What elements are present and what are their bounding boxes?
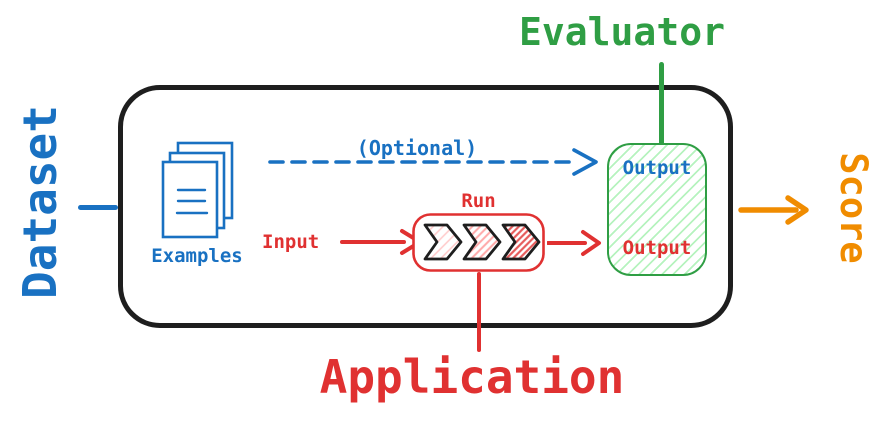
evaluator-output-actual-label: Output xyxy=(622,237,692,259)
evaluator-connector-line xyxy=(659,62,664,145)
experiment-container-box xyxy=(118,85,733,328)
optional-label: (Optional) xyxy=(356,136,478,160)
chevron-step-1 xyxy=(423,223,463,261)
run-label: Run xyxy=(461,190,496,212)
run-pipeline-box xyxy=(412,213,545,272)
run-output-arrow xyxy=(547,230,601,256)
examples-documents-icon xyxy=(161,141,234,239)
chevron-step-3 xyxy=(501,223,541,261)
dataset-connector-line xyxy=(78,205,118,210)
evaluator-label: Evaluator xyxy=(519,10,725,54)
evaluator-output-reference-label: Output xyxy=(622,157,692,179)
dataset-label: Dataset xyxy=(13,105,67,299)
score-label: Score xyxy=(832,152,875,264)
input-label: Input xyxy=(262,231,320,253)
score-arrow xyxy=(738,195,809,225)
chevron-step-2 xyxy=(462,223,502,261)
examples-label: Examples xyxy=(151,245,243,267)
optional-dashed-arrow xyxy=(268,148,598,176)
evaluator-box xyxy=(607,143,707,276)
application-label: Application xyxy=(319,350,625,404)
application-connector-line xyxy=(477,272,481,352)
